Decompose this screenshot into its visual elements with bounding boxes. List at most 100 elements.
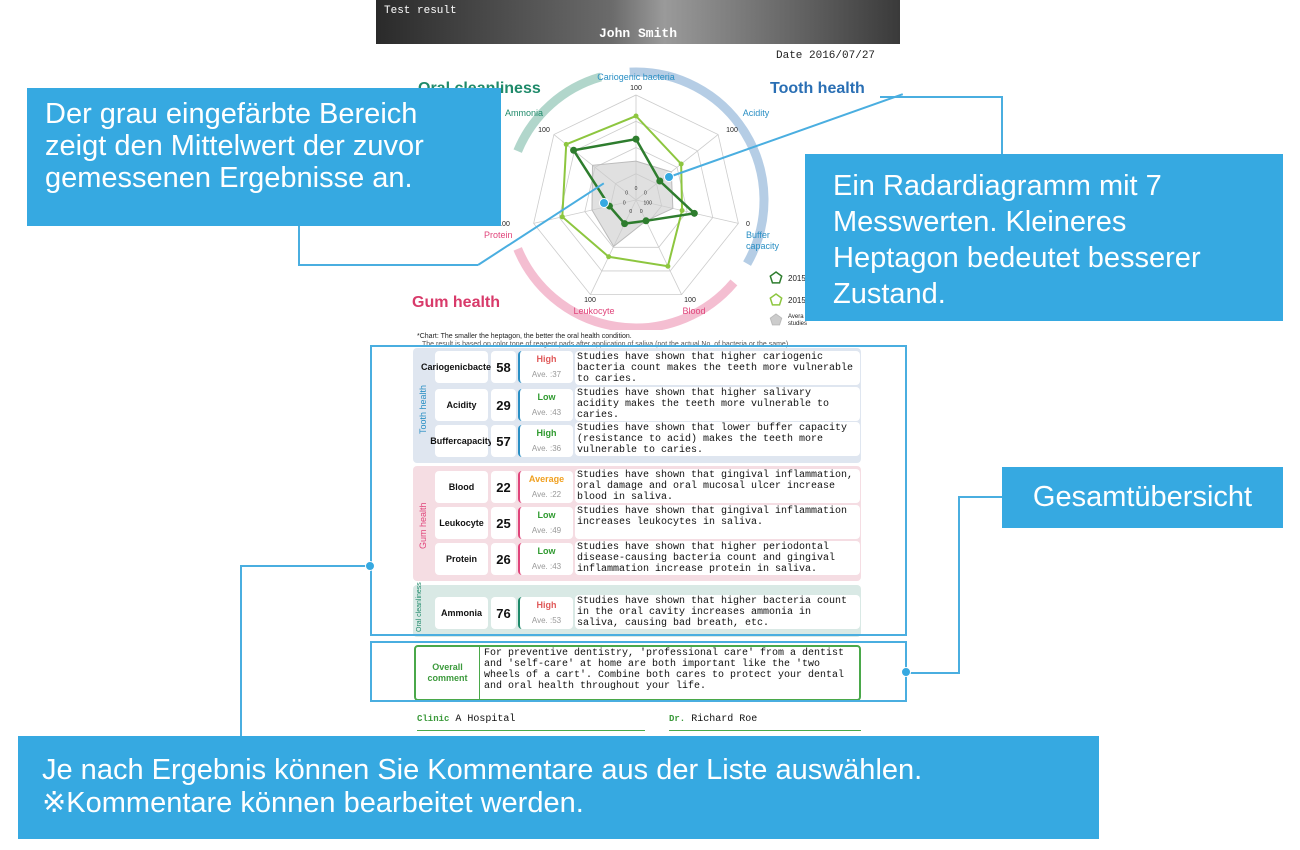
row-name: Ammonia <box>435 597 488 629</box>
axis-max-label: 100 <box>726 127 738 134</box>
axis-max-label: 0 <box>746 221 750 228</box>
row-name: Blood <box>435 471 488 503</box>
callout-comments-line1: Je nach Ergebnis können Sie Kommentare a… <box>42 754 923 786</box>
row-name: Acidity <box>435 389 488 421</box>
legend-icon <box>769 293 783 306</box>
chart-note: *Chart: The smaller the heptagon, the be… <box>417 333 632 340</box>
radar-point <box>606 254 612 260</box>
row-value: 22 <box>491 471 516 503</box>
axis-max-label: 100 <box>584 297 596 304</box>
header-label: Test result <box>384 5 457 17</box>
radar-point <box>633 113 639 119</box>
axis-max-label: 100 <box>498 221 510 228</box>
connector-dot <box>599 198 609 208</box>
row-value: 25 <box>491 507 516 539</box>
connector-line <box>880 96 1002 98</box>
callout-comments-line2: ※Kommentare können bearbeitet werden. <box>42 787 584 819</box>
report-date: Date 2016/07/27 <box>776 50 876 62</box>
overall-comment-label: Overall comment <box>416 647 480 699</box>
axis-max-label: 100 <box>630 85 642 92</box>
radar-point <box>621 220 629 228</box>
connector-line <box>240 565 370 567</box>
center-tick: 0 <box>640 209 643 215</box>
center-tick: 0 <box>644 191 647 197</box>
level-ave: Ave. :36 <box>531 444 562 453</box>
level-ave: Ave. :43 <box>531 408 562 417</box>
connector-dot <box>901 667 911 677</box>
center-tick: 0 <box>629 209 632 215</box>
connector-line <box>240 565 242 737</box>
level-ave: Ave. :43 <box>531 562 562 571</box>
row-value: 26 <box>491 543 516 575</box>
row-value: 76 <box>491 597 516 629</box>
level-ave: Ave. :37 <box>531 370 562 379</box>
center-tick: 100 <box>644 201 653 207</box>
comment-select[interactable]: Studies have shown that gingival inflamm… <box>575 505 860 539</box>
tooth-arc <box>629 67 769 266</box>
comment-select[interactable]: Studies have shown that higher bacteria … <box>575 595 860 629</box>
legend-icon <box>769 271 783 284</box>
connector-line <box>1001 96 1003 154</box>
clinic-label: Clinic <box>417 714 450 724</box>
row-name: Protein <box>435 543 488 575</box>
axis-label: Acidity <box>743 108 770 118</box>
overall-comment-text[interactable]: For preventive dentistry, 'professional … <box>484 648 845 692</box>
radar-point <box>679 208 685 214</box>
section-tooth: Tooth health <box>770 80 865 97</box>
radar-point <box>559 214 565 220</box>
connector-line <box>298 225 300 266</box>
doctor-value: Richard Roe <box>691 714 758 725</box>
comment-select[interactable]: Studies have shown that higher periodont… <box>575 541 860 575</box>
legend-label: 2015 <box>788 274 806 283</box>
level-text: Low <box>537 510 556 520</box>
axis-label: Blood <box>682 306 705 316</box>
radar-point <box>665 263 671 269</box>
center-tick: 0 <box>625 191 628 197</box>
axis-max-label: 100 <box>538 127 550 134</box>
radar-grid-ring <box>533 94 739 296</box>
radar-point <box>642 217 650 225</box>
axis-label: Cariogenic bacteria <box>597 72 675 82</box>
connector-dot <box>664 172 674 182</box>
connector-line <box>907 672 960 674</box>
level-text: Low <box>537 392 556 402</box>
center-tick: 0 <box>635 186 638 192</box>
level-ave: Ave. :22 <box>531 490 562 499</box>
connector-line <box>958 496 1004 498</box>
level-text: Average <box>528 474 565 484</box>
legend-label: Avera <box>788 314 804 320</box>
report-header: Test result John Smith <box>376 0 900 44</box>
axis-max-label: 100 <box>684 297 696 304</box>
patient-name: John Smith <box>598 26 677 41</box>
callout-radar: Ein Radardiagramm mit 7 Messwerten. Klei… <box>805 154 1283 321</box>
level-text: High <box>536 600 557 610</box>
comment-select[interactable]: Studies have shown that lower buffer cap… <box>575 422 860 456</box>
connector-line <box>298 264 478 266</box>
row-value: 58 <box>491 351 516 383</box>
legend-label: studies <box>788 321 807 327</box>
level-ave: Ave. :49 <box>531 526 562 535</box>
oral-arc <box>513 72 603 153</box>
callout-average: Der grau eingefärbte Bereich zeigt den M… <box>27 88 501 226</box>
legend-icon <box>769 313 783 326</box>
level-ave: Ave. :53 <box>531 616 562 625</box>
axis-label: Ammonia <box>505 108 543 118</box>
callout-overview: Gesamtübersicht <box>1002 467 1283 528</box>
radar-grid-ring <box>558 120 714 272</box>
section-gum: Gum health <box>412 294 500 311</box>
comment-select[interactable]: Studies have shown that higher salivary … <box>575 387 860 421</box>
comment-select[interactable]: Studies have shown that gingival inflamm… <box>575 469 860 503</box>
comment-select[interactable]: Studies have shown that higher cariogeni… <box>575 351 860 385</box>
level-text: High <box>536 428 557 438</box>
gum-arc <box>513 247 738 330</box>
doctor-field: Dr.Richard Roe <box>669 714 861 731</box>
radar-point <box>690 209 698 217</box>
